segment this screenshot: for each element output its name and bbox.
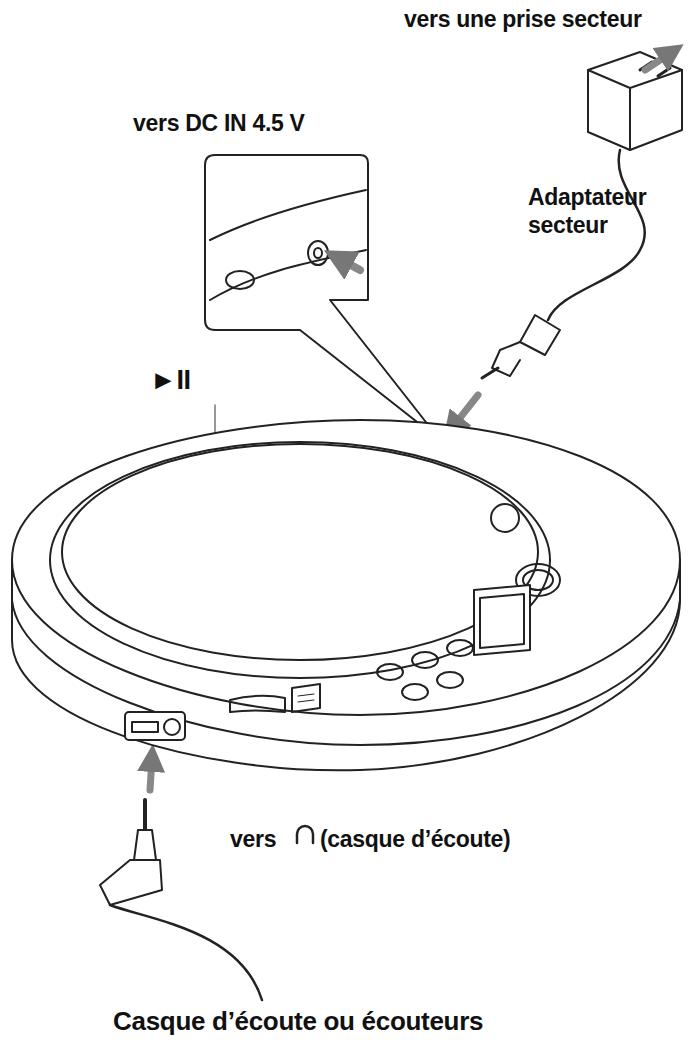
label-text: Adaptateur secteur (528, 184, 648, 239)
cd-player (12, 420, 680, 770)
zoom-callout (205, 155, 440, 440)
ac-adapter (482, 52, 682, 378)
headphone-icon (297, 826, 313, 843)
label-text: ►II (150, 364, 191, 396)
label-text: vers une prise secteur (404, 6, 642, 34)
arrow (452, 395, 478, 428)
label-text: Casque d’écoute ou écouteurs (113, 1006, 483, 1037)
label-text: vers DC IN 4.5 V (133, 110, 305, 138)
arrow (645, 52, 672, 70)
label-text: vers (230, 826, 276, 854)
label-text: (casque d’écoute) (320, 826, 510, 854)
arrow (150, 758, 152, 790)
